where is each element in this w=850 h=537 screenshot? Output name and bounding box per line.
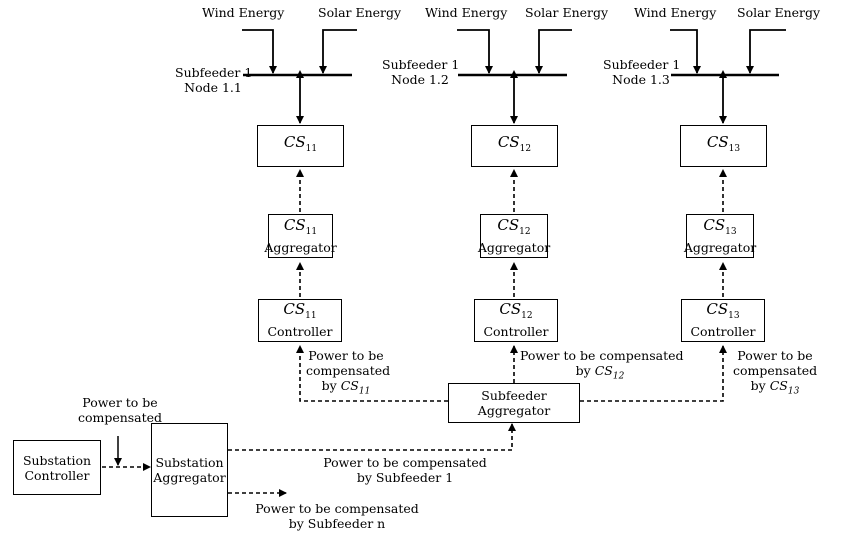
substation-controller-box[interactable]: Substation Controller bbox=[13, 440, 101, 495]
cs-controller-box-2[interactable]: CS12 Controller bbox=[474, 299, 558, 342]
solar-energy-label-1: Solar Energy bbox=[318, 5, 402, 20]
charging-station-box-3[interactable]: CS13 bbox=[680, 125, 767, 167]
subfeeder-1-label: Power to be compensated by Subfeeder 1 bbox=[323, 455, 487, 485]
cs-aggregator-box-3[interactable]: CS13 Aggregator bbox=[684, 214, 756, 258]
subfeeder-aggregator-box[interactable]: Subfeeder Aggregator bbox=[448, 383, 580, 423]
solar-energy-label-3: Solar Energy bbox=[737, 5, 821, 20]
power-compensated-label-3: Power to be compensated by CS13 bbox=[733, 348, 818, 397]
power-compensated-label-2: Power to be compensated by CS12 bbox=[520, 348, 684, 382]
solar-energy-label-2: Solar Energy bbox=[525, 5, 609, 20]
wind-energy-label-2: Wind Energy bbox=[425, 5, 508, 20]
charging-station-box-1[interactable]: CS11 bbox=[257, 125, 344, 167]
wind-energy-label-3: Wind Energy bbox=[634, 5, 717, 20]
subfeeder-n-label: Power to be compensated by Subfeeder n bbox=[255, 501, 419, 531]
cs-controller-box-3[interactable]: CS13 Controller bbox=[681, 299, 765, 342]
substation-aggregator-box[interactable]: Substation Aggregator bbox=[151, 423, 228, 517]
cs-aggregator-box-1[interactable]: CS11 Aggregator bbox=[264, 214, 337, 258]
cs-controller-box-1[interactable]: CS11 Controller bbox=[258, 299, 342, 342]
charging-station-box-2[interactable]: CS12 bbox=[471, 125, 558, 167]
substation-input-label: Power to be compensated bbox=[77, 395, 163, 425]
power-compensated-label-1: Power to be compensated by CS11 bbox=[306, 348, 391, 397]
cs-aggregator-box-2[interactable]: CS12 Aggregator bbox=[478, 214, 550, 258]
wind-energy-label-1: Wind Energy bbox=[202, 5, 285, 20]
